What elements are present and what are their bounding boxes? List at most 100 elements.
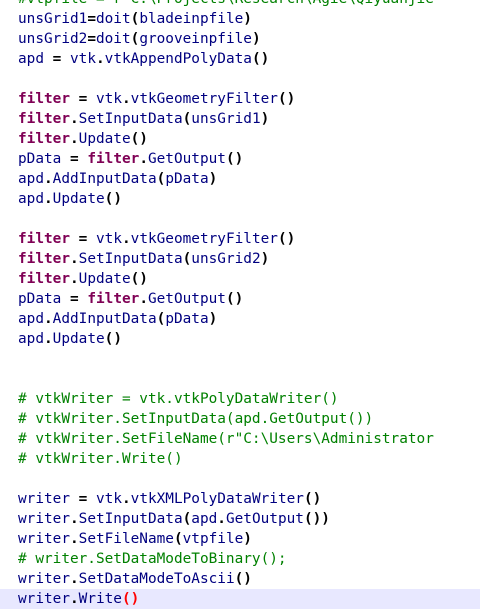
- identifier-token: pData: [165, 311, 209, 327]
- punctuation-token: (): [277, 231, 296, 247]
- identifier-token: bladeinpfile: [139, 11, 244, 27]
- code-line[interactable]: apd.AddInputData(pData): [0, 169, 480, 189]
- code-line[interactable]: [0, 349, 480, 369]
- punctuation-token: =: [78, 491, 88, 507]
- identifier-token: writer: [18, 531, 70, 547]
- current-code-line[interactable]: writer.Write(): [0, 589, 480, 609]
- code-text: filter = vtk.vtkGeometryFilter(): [0, 91, 295, 107]
- code-line[interactable]: writer.SetFileName(vtpfile): [0, 529, 480, 549]
- code-line[interactable]: apd.AddInputData(pData): [0, 309, 480, 329]
- code-line[interactable]: apd.Update(): [0, 329, 480, 349]
- code-line[interactable]: #vtpfile = r'C:\Projects\Research\Agie\Q…: [0, 0, 480, 9]
- identifier-token: writer: [18, 571, 70, 587]
- code-text: [0, 211, 18, 227]
- code-text: writer.SetFileName(vtpfile): [0, 531, 252, 547]
- punctuation-token: =: [78, 231, 88, 247]
- code-line[interactable]: unsGrid2=doit(grooveinpfile): [0, 29, 480, 49]
- comment-token: # vtkWriter = vtk.vtkPolyDataWriter(): [18, 391, 339, 407]
- comment-token: # vtkWriter.Write(): [18, 451, 183, 467]
- identifier-token: vtkGeometryFilter: [130, 231, 278, 247]
- identifier-token: pData: [165, 171, 209, 187]
- code-line[interactable]: # vtkWriter.SetFileName(r"C:\Users\Admin…: [0, 429, 480, 449]
- identifier-token: vtkAppendPolyData: [104, 51, 252, 67]
- punctuation-token: (: [156, 171, 166, 187]
- identifier-token: unsGrid1: [18, 11, 88, 27]
- punctuation-token: (: [156, 311, 166, 327]
- code-line[interactable]: # vtkWriter.SetInputData(apd.GetOutput()…: [0, 409, 480, 429]
- punctuation-token: .: [69, 271, 79, 287]
- punctuation-token: ): [260, 251, 270, 267]
- code-line[interactable]: # writer.SetDataModeToBinary();: [0, 549, 480, 569]
- punctuation-token: .: [217, 511, 226, 527]
- identifier-token: apd: [18, 171, 44, 187]
- code-line[interactable]: unsGrid1=doit(bladeinpfile): [0, 9, 480, 29]
- code-line[interactable]: [0, 469, 480, 489]
- code-line[interactable]: apd.Update(): [0, 189, 480, 209]
- identifier-token: GetOutput: [147, 151, 226, 167]
- code-line[interactable]: filter.SetInputData(unsGrid1): [0, 109, 480, 129]
- code-text: writer.SetInputData(apd.GetOutput()): [0, 511, 330, 527]
- punctuation-token: .: [69, 251, 79, 267]
- punctuation-token: (: [130, 31, 140, 47]
- keyword-token: filter: [18, 251, 70, 267]
- punctuation-token: (): [130, 131, 148, 147]
- code-line[interactable]: filter = vtk.vtkGeometryFilter(): [0, 229, 480, 249]
- keyword-token: filter: [18, 271, 70, 287]
- punctuation-token: =: [69, 151, 79, 167]
- code-line[interactable]: filter = vtk.vtkGeometryFilter(): [0, 89, 480, 109]
- punctuation-token: (): [104, 191, 122, 207]
- code-line[interactable]: pData = filter.GetOutput(): [0, 289, 480, 309]
- identifier-token: SetInputData: [78, 251, 183, 267]
- code-line[interactable]: writer.SetDataModeToAscii(): [0, 569, 480, 589]
- identifier-token: writer: [18, 491, 79, 507]
- code-text: [0, 371, 18, 387]
- comment-token: # writer.SetDataModeToBinary();: [18, 551, 287, 567]
- punctuation-token: .: [69, 571, 79, 587]
- identifier-token: apd: [18, 191, 44, 207]
- code-line[interactable]: # vtkWriter = vtk.vtkPolyDataWriter(): [0, 389, 480, 409]
- identifier-token: unsGrid2: [18, 31, 88, 47]
- code-text: # writer.SetDataModeToBinary();: [0, 551, 287, 567]
- code-line[interactable]: apd = vtk.vtkAppendPolyData(): [0, 49, 480, 69]
- code-line[interactable]: filter.Update(): [0, 129, 480, 149]
- code-line[interactable]: writer.SetInputData(apd.GetOutput()): [0, 509, 480, 529]
- punctuation-token: ): [251, 31, 261, 47]
- identifier-token: SetInputData: [78, 511, 183, 527]
- code-line[interactable]: pData = filter.GetOutput(): [0, 149, 480, 169]
- identifier-token: apd: [18, 51, 53, 67]
- punctuation-token: (: [173, 531, 183, 547]
- punctuation-token: .: [44, 171, 53, 187]
- punctuation-token: (: [182, 511, 192, 527]
- identifier-token: apd: [18, 311, 44, 327]
- identifier-token: unsGrid2: [191, 251, 261, 267]
- code-text: filter = vtk.vtkGeometryFilter(): [0, 231, 295, 247]
- keyword-token: filter: [87, 151, 140, 167]
- code-text: unsGrid2=doit(grooveinpfile): [0, 31, 261, 47]
- punctuation-token: =: [78, 91, 88, 107]
- punctuation-token: (): [303, 491, 322, 507]
- code-text: apd.Update(): [0, 331, 122, 347]
- punctuation-token: ): [243, 531, 252, 547]
- code-line[interactable]: [0, 369, 480, 389]
- punctuation-token: (: [130, 11, 140, 27]
- code-text: # vtkWriter.SetFileName(r"C:\Users\Admin…: [0, 431, 434, 447]
- identifier-token: vtk: [87, 231, 122, 247]
- code-text: apd.AddInputData(pData): [0, 311, 217, 327]
- code-text: # vtkWriter = vtk.vtkPolyDataWriter(): [0, 391, 339, 407]
- code-line[interactable]: # vtkWriter.Write(): [0, 449, 480, 469]
- code-line[interactable]: filter.Update(): [0, 269, 480, 289]
- identifier-token: [70, 91, 79, 107]
- punctuation-token: (): [225, 291, 244, 307]
- code-text: [0, 351, 18, 367]
- identifier-token: vtk: [61, 51, 96, 67]
- punctuation-token: (): [130, 271, 148, 287]
- code-line[interactable]: filter.SetInputData(unsGrid2): [0, 249, 480, 269]
- punctuation-token: ): [260, 111, 270, 127]
- code-line[interactable]: writer = vtk.vtkXMLPolyDataWriter(): [0, 489, 480, 509]
- punctuation-token: ): [208, 311, 218, 327]
- code-line[interactable]: [0, 209, 480, 229]
- punctuation-token: .: [121, 91, 131, 107]
- identifier-token: GetOutput: [147, 291, 226, 307]
- code-line[interactable]: [0, 69, 480, 89]
